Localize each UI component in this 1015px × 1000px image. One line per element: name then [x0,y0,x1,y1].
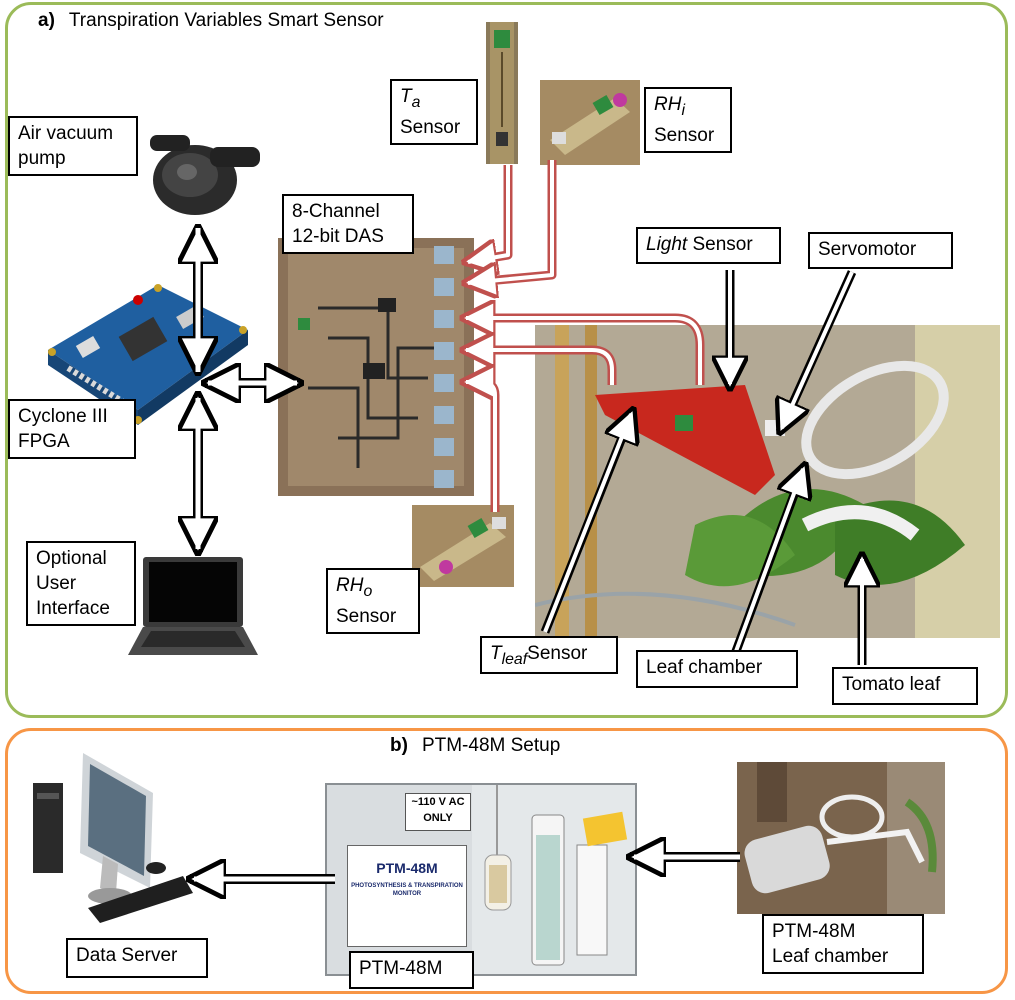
ptm-subtitle-text: PHOTOSYNTHESIS & TRANSPIRATION MONITOR [351,883,463,897]
air-pump-label-text: Air vacuum pump [18,123,114,169]
air-pump-label: Air vacuum pump [8,116,138,176]
light-sensor-word: Sensor [687,234,753,255]
das-label-text: 8-Channel 12-bit DAS [292,201,384,247]
panel-b-title: PTM-48M Setup [421,735,561,756]
ptm-front-plate: PTM-48M PHOTOSYNTHESIS & TRANSPIRATION M… [347,845,467,947]
light-wire [463,318,705,385]
rho-symbol: RH [336,575,364,596]
panel-a-letter: a) [38,10,55,31]
ptm-chamber-label: PTM-48M Leaf chamber [762,914,924,974]
leaf-chamber-pointer-arrow [730,465,805,656]
light-sensor-label: Light Sensor [636,227,781,264]
tleaf-sensor-label: TleafSensor [480,636,618,674]
leaf-chamber-label-text: Leaf chamber [646,657,763,678]
ptm-leaf-chamber-photo [737,762,945,914]
ptm-voltage-sticker: ~110 V AC ONLY [405,793,471,831]
ta-sensor-label: Ta Sensor [390,79,478,145]
tleaf-subscript: leaf [501,650,528,668]
das-label: 8-Channel 12-bit DAS [282,194,414,254]
panel-b-heading: b) PTM-48M Setup [390,735,560,757]
rho-sensor-label: RHo Sensor [326,568,420,634]
tleaf-pointer-arrow [540,410,633,634]
user-interface-label: Optional User Interface [26,541,136,626]
panel-b-frame [5,728,1008,994]
rhi-subscript: i [681,101,685,119]
ta-sensor-word: Sensor [400,116,461,138]
ptm-brand-text: PTM-48M [376,860,438,876]
user-interface-label-text: Optional User Interface [36,548,110,619]
rho-subscript: o [363,582,373,600]
tleaf-symbol: T [490,643,502,664]
ta-subscript: a [411,93,421,111]
leaf-chamber-label: Leaf chamber [636,650,798,688]
ptm-chamber-label-text: PTM-48M Leaf chamber [772,921,889,967]
light-italic-text: Light [646,234,688,255]
tomato-leaf-label: Tomato leaf [832,667,978,705]
air-pump-photo [140,125,265,220]
rho-sensor-photo [412,505,514,587]
rho-sensor-word: Sensor [336,605,397,627]
rhi-wire [465,160,557,283]
ta-wire [465,165,513,262]
fpga-label-text: Cyclone III FPGA [18,406,108,452]
servomotor-label-text: Servomotor [818,239,917,260]
panel-a-frame [5,2,1008,718]
data-server-label: Data Server [66,938,208,978]
tleaf-wire [463,350,617,385]
rhi-sensor-photo [540,80,640,165]
tomato-leaf-label-text: Tomato leaf [842,674,941,695]
servomotor-pointer-arrow [780,270,857,432]
panel-a-heading: a) Transpiration Variables Smart Sensor [38,10,384,32]
fpga-label: Cyclone III FPGA [8,399,136,459]
das-board-photo [278,238,474,496]
rhi-sensor-word: Sensor [654,124,715,146]
ta-symbol: T [400,86,412,107]
rhi-sensor-label: RHi Sensor [644,87,732,153]
panel-a-title: Transpiration Variables Smart Sensor [68,10,384,31]
servomotor-label: Servomotor [808,232,953,269]
rho-wire [463,382,500,512]
ta-sensor-photo [486,22,518,164]
panel-b-letter: b) [390,735,408,756]
ptm-device-photo: ~110 V AC ONLY PTM-48M PHOTOSYNTHESIS & … [325,783,637,976]
rhi-symbol: RH [654,94,682,115]
sensor-wires [463,160,705,512]
desktop-computer-photo [28,748,193,926]
tleaf-sensor-word: Sensor [527,643,588,664]
ptm-label-text: PTM-48M [359,958,443,979]
data-server-label-text: Data Server [76,945,178,966]
ptm-label: PTM-48M [349,951,474,989]
laptop-photo [125,555,260,660]
